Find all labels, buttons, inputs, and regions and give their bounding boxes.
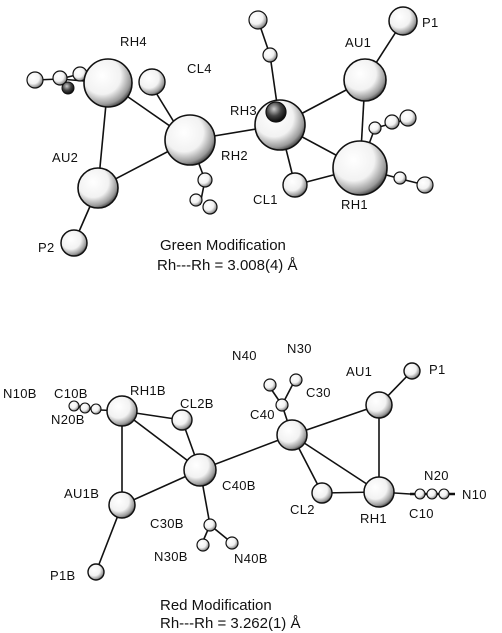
label-p1b: P1B <box>50 568 75 583</box>
red-atom-cl2 <box>311 482 333 504</box>
label-au1b: AU1B <box>64 486 99 501</box>
label-c30b: C30B <box>150 516 184 531</box>
label-n40: N40 <box>232 348 257 363</box>
red-atom-rh1-center <box>276 419 308 451</box>
label-cl1: CL1 <box>253 192 278 207</box>
label-p1: P1 <box>422 15 439 30</box>
green-caption-distance: Rh---Rh = 3.008(4) Å <box>157 257 297 274</box>
green-atom-rh4 <box>83 58 133 108</box>
label-au1: AU1 <box>345 35 371 50</box>
red-atom-c40b <box>183 453 217 487</box>
label-c10b: C10B <box>54 386 88 401</box>
red-atom-p1b <box>87 563 105 581</box>
label-n30b: N30B <box>154 549 188 564</box>
label-p2: P2 <box>38 240 55 255</box>
green-atom-cl1 <box>282 172 308 198</box>
label-n10b: N10B <box>3 386 37 401</box>
red-atoms <box>68 362 450 581</box>
green-atom-rh3 <box>164 114 216 166</box>
label-rh4: RH4 <box>120 34 147 49</box>
green-labels: RH4 CL4 AU1 P1 RH3 AU2 RH2 CL1 RH1 P2 <box>38 15 439 255</box>
label-rh3: RH3 <box>230 103 257 118</box>
label-rh1: RH1 <box>341 197 368 212</box>
label-c10: C10 <box>409 506 434 521</box>
green-atom-p2 <box>60 229 88 257</box>
green-atoms <box>26 6 434 257</box>
label-rh2: RH2 <box>221 148 248 163</box>
red-modification-structure: P1 N40 N30 AU1 C30 C40 N10B C10B RH1B CL… <box>3 341 487 632</box>
label-cl4: CL4 <box>187 61 212 76</box>
label-n20b: N20B <box>51 412 85 427</box>
label-red-rh1: RH1 <box>360 511 387 526</box>
label-rh1b: RH1B <box>130 383 166 398</box>
label-cl2: CL2 <box>290 502 315 517</box>
label-n30: N30 <box>287 341 312 356</box>
red-atom-au1b <box>108 491 136 519</box>
green-atom-cl4 <box>138 68 166 96</box>
green-atom-rh1 <box>332 140 388 196</box>
label-n10: N10 <box>462 487 487 502</box>
label-au2: AU2 <box>52 150 78 165</box>
red-labels: P1 N40 N30 AU1 C30 C40 N10B C10B RH1B CL… <box>3 341 487 583</box>
red-atom-cl2b <box>171 409 193 431</box>
green-caption-title: Green Modification <box>160 237 286 254</box>
red-caption-distance: Rh---Rh = 3.262(1) Å <box>160 615 300 632</box>
red-atom-rh1 <box>363 476 395 508</box>
green-atom-p1 <box>388 6 418 36</box>
red-caption-title: Red Modification <box>160 597 272 614</box>
label-red-p1: P1 <box>429 362 446 377</box>
label-cl2b: CL2B <box>180 396 214 411</box>
label-n40b: N40B <box>234 551 268 566</box>
label-c40: C40 <box>250 407 275 422</box>
label-n20: N20 <box>424 468 449 483</box>
green-atom-au2 <box>77 167 119 209</box>
label-c30: C30 <box>306 385 331 400</box>
red-atom-au1 <box>365 391 393 419</box>
red-atom-rh1b <box>106 395 138 427</box>
green-modification-structure: RH4 CL4 AU1 P1 RH3 AU2 RH2 CL1 RH1 P2 Gr… <box>26 6 439 274</box>
green-atom-au1 <box>343 58 387 102</box>
label-c40b: C40B <box>222 478 256 493</box>
label-red-au1: AU1 <box>346 364 372 379</box>
red-atom-p1 <box>403 362 421 380</box>
